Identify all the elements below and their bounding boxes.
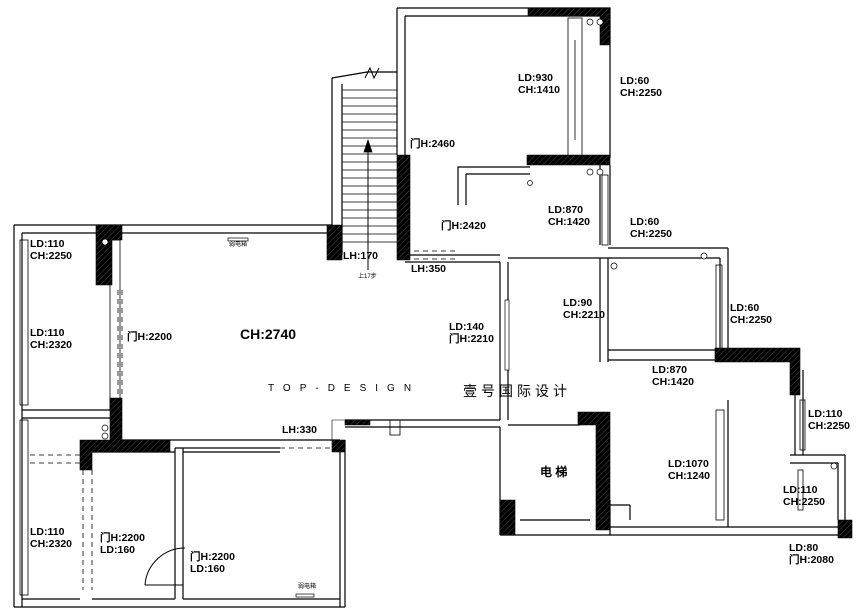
right-lower-window-ch: CH:2250 — [783, 496, 826, 508]
right-big-room-ch: CH:1240 — [668, 470, 711, 482]
panel-top-label: 弱电箱 — [229, 242, 248, 248]
far-right-window-ch: CH:2250 — [808, 420, 851, 432]
small-room-ld: LD:90 — [563, 297, 593, 309]
stair-up-label: 上17步 — [358, 274, 377, 280]
mid-door-label: 门H:2420 — [441, 220, 486, 232]
right-big-room-ld: LD:1070 — [668, 458, 709, 470]
top-window-ch: CH:2250 — [620, 87, 663, 99]
mid-window-ld: LD:60 — [630, 216, 660, 228]
right-mid-ld: LD:870 — [652, 364, 688, 376]
stair-lh-label: LH:170 — [343, 250, 379, 262]
bottom-door-mid-ld: LD:160 — [190, 563, 226, 575]
lower-lh-label: LH:330 — [282, 424, 318, 436]
bottom-door-left-height: 门H:2200 — [100, 532, 145, 544]
elevator-label: 电 梯 — [540, 465, 568, 479]
panel-bottom-label: 弱电箱 — [298, 584, 317, 590]
living-ch-label: CH:2740 — [240, 326, 297, 342]
center-door-ld: LD:140 — [449, 321, 485, 333]
mid-window-ch: CH:2250 — [630, 228, 673, 240]
bottom-door-mid-height: 门H:2200 — [190, 551, 235, 563]
corridor-lh-label: LH:350 — [411, 263, 447, 275]
left-bottom-window-ch: CH:2320 — [30, 538, 73, 550]
windows — [19, 17, 806, 596]
outer-walls — [13, 7, 846, 608]
bottom-right-ld: LD:80 — [789, 542, 819, 554]
far-right-window-ld: LD:110 — [808, 408, 843, 420]
openings — [30, 250, 458, 590]
watermark-latin: TOP-DESIGN — [268, 383, 421, 394]
left-mid-window-ch: CH:2320 — [30, 339, 73, 351]
center-door-height: 门H:2210 — [449, 333, 494, 345]
right-lower-window-ld: LD:110 — [783, 484, 818, 496]
fixtures — [101, 18, 838, 598]
left-top-window-ld: LD:110 — [30, 238, 65, 250]
staircase — [342, 66, 397, 270]
door-swing — [144, 547, 186, 586]
living-door-label: 门H:2200 — [127, 331, 172, 343]
left-bottom-window-ld: LD:110 — [30, 526, 65, 538]
right-window-ld: LD:60 — [730, 302, 760, 314]
mid-room-ld: LD:870 — [548, 204, 584, 216]
top-bedroom-ld: LD:930 — [518, 72, 554, 84]
stair-door-label: 门H:2460 — [410, 138, 455, 150]
left-mid-window-ld: LD:110 — [30, 327, 65, 339]
left-top-window-ch: CH:2250 — [30, 250, 73, 262]
right-mid-ch: CH:1420 — [652, 376, 695, 388]
bottom-right-door: 门H:2080 — [789, 554, 834, 566]
small-room-ch: CH:2210 — [563, 309, 606, 321]
structural-columns — [79, 7, 853, 539]
mid-room-ch: CH:1420 — [548, 216, 591, 228]
top-bedroom-ch: CH:1410 — [518, 84, 561, 96]
right-window-ch: CH:2250 — [730, 314, 773, 326]
bottom-door-left-ld: LD:160 — [100, 544, 136, 556]
watermark-chinese: 壹号国际设计 — [463, 384, 571, 400]
top-window-ld: LD:60 — [620, 75, 650, 87]
